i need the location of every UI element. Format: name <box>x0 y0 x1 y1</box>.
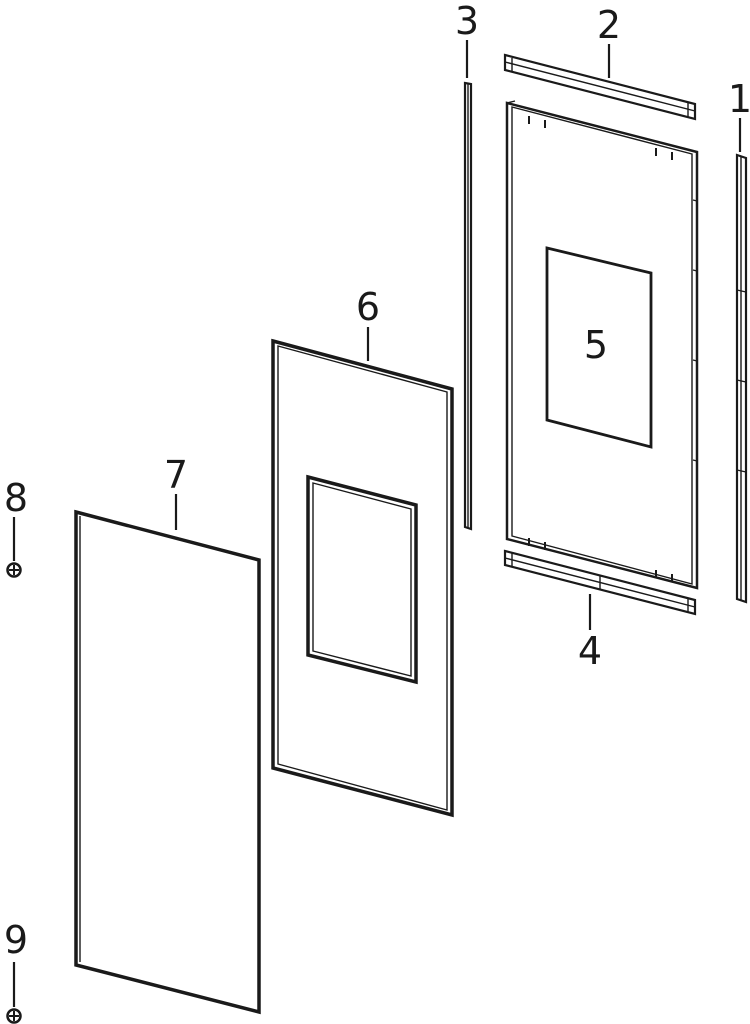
callout-3: 3 <box>455 0 479 43</box>
callout-7: 7 <box>164 453 188 497</box>
part-8-screw-icon[interactable] <box>6 562 22 578</box>
callout-9: 9 <box>4 918 28 962</box>
callout-6: 6 <box>356 285 380 329</box>
callout-2: 2 <box>597 3 621 47</box>
part-3-left-strip[interactable] <box>463 81 473 531</box>
part-5-door-body[interactable] <box>505 100 699 590</box>
callout-8: 8 <box>4 476 28 520</box>
part-9-screw-icon[interactable] <box>6 1008 22 1024</box>
callout-1: 1 <box>728 77 750 121</box>
callout-4: 4 <box>578 629 602 673</box>
part-1-right-strip[interactable] <box>735 153 748 604</box>
part-4-bottom-rail[interactable] <box>503 549 697 616</box>
part-6-frame-panel[interactable] <box>271 338 454 818</box>
part-7-outer-panel[interactable] <box>74 509 261 1015</box>
part-2-top-rail[interactable] <box>503 53 697 121</box>
callout-5: 5 <box>584 323 608 367</box>
